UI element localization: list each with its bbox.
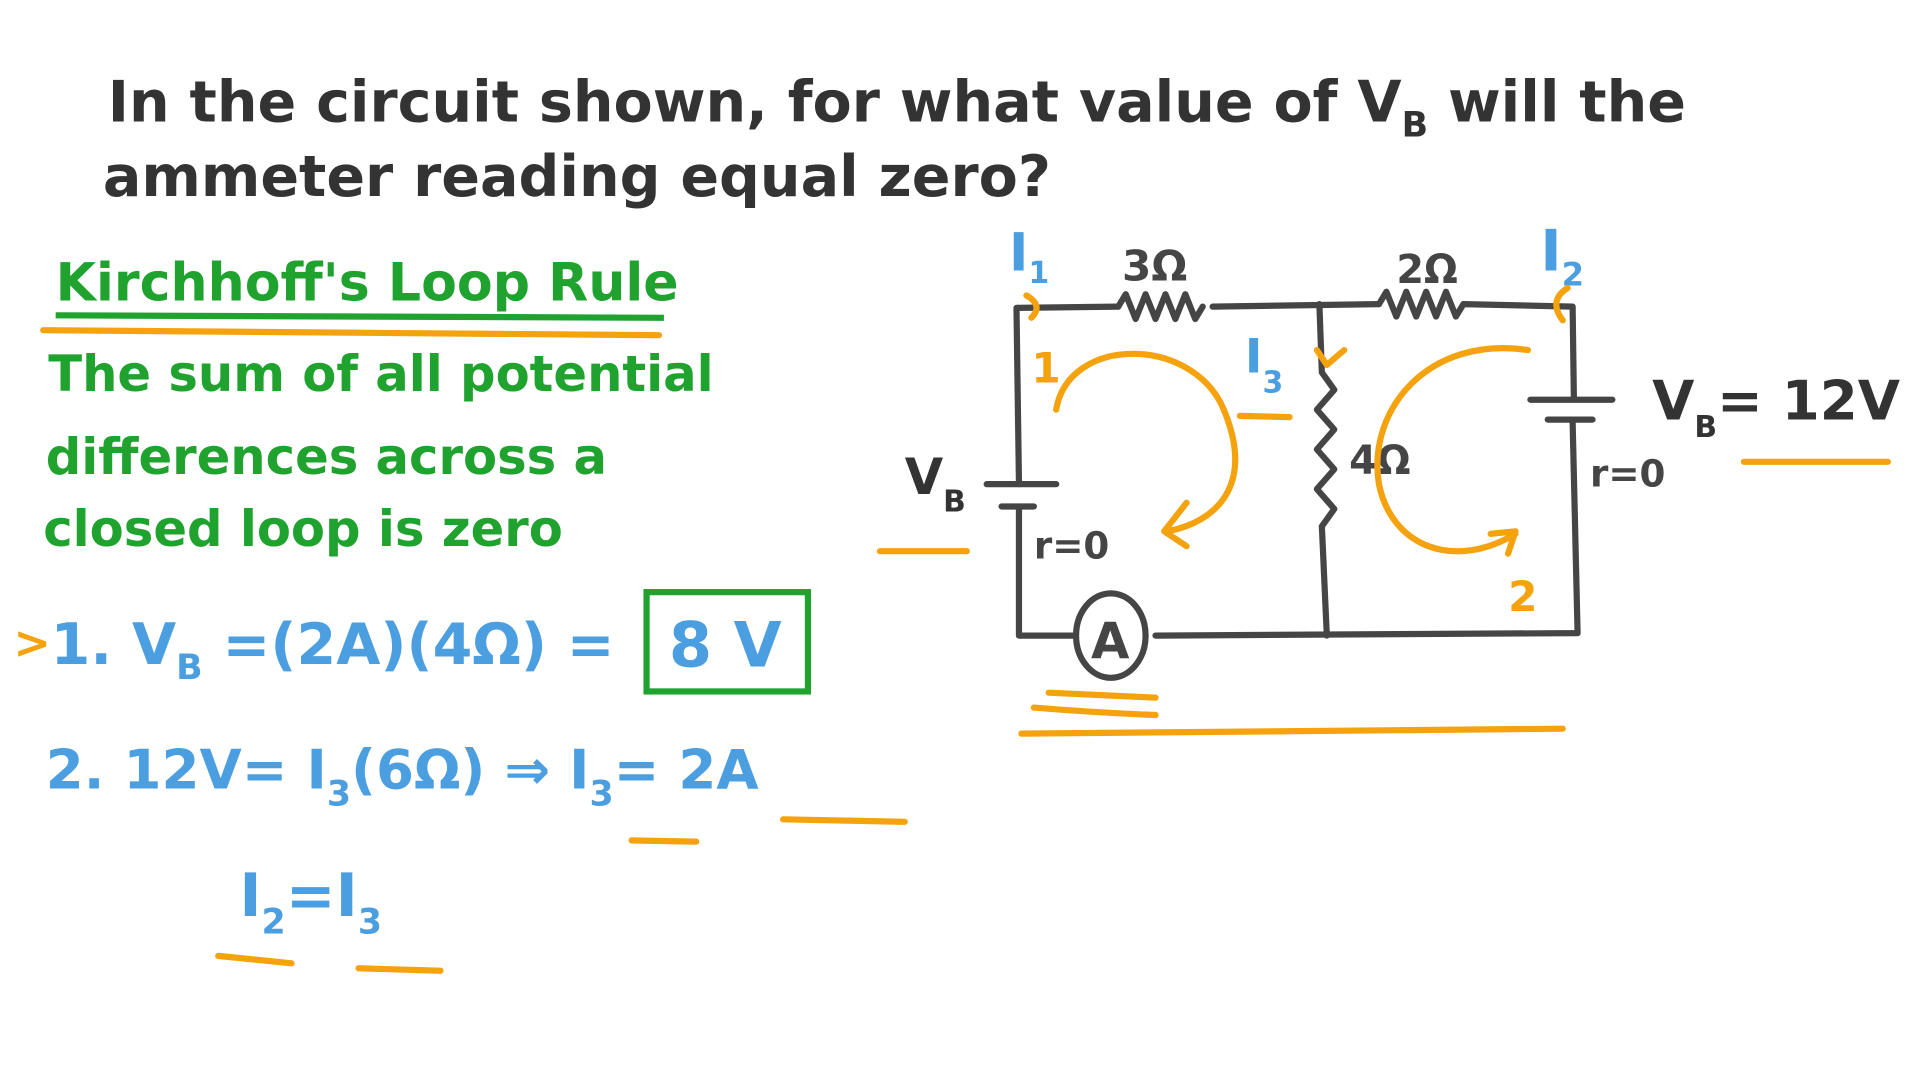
resistor-3ohm-label: 3Ω bbox=[1122, 242, 1187, 291]
rule-title-underline bbox=[55, 312, 664, 321]
i2-underline bbox=[215, 952, 295, 967]
answer-box bbox=[643, 589, 812, 695]
step-3: I2=I3 bbox=[239, 862, 382, 942]
rule-line-1: The sum of all potential bbox=[48, 345, 713, 403]
current-i2-label: I2 bbox=[1540, 219, 1584, 294]
current-i1-label: I1 bbox=[1009, 224, 1049, 291]
rule-line-2: differences across a bbox=[46, 428, 607, 486]
wire-left-top bbox=[1013, 303, 1122, 488]
r-left-label: r=0 bbox=[1034, 524, 1109, 568]
i3-circuit-underline bbox=[1236, 412, 1293, 421]
resistor-4ohm bbox=[1313, 301, 1338, 639]
loop-2-arrow-icon bbox=[1374, 345, 1532, 557]
i3-underline-2 bbox=[355, 965, 444, 974]
step-1-answer: 8 V bbox=[669, 609, 782, 682]
wire-left-bottom bbox=[1015, 503, 1077, 639]
i3-arrow-icon bbox=[1313, 346, 1348, 369]
loop-1-arrow-icon bbox=[1053, 350, 1239, 550]
resistor-2ohm-label: 2Ω bbox=[1396, 247, 1457, 293]
ammeter-label: A bbox=[1091, 612, 1130, 670]
rule-title: Kirchhoff's Loop Rule bbox=[56, 253, 679, 313]
i2-arrow-icon bbox=[1553, 284, 1571, 324]
ammeter bbox=[1072, 590, 1149, 681]
rule-line-3: closed loop is zero bbox=[43, 500, 563, 558]
resistor-3ohm bbox=[1115, 291, 1206, 323]
current-i3-label: I3 bbox=[1245, 329, 1283, 400]
circuit-underline bbox=[1018, 725, 1566, 737]
i1-arrow-icon bbox=[1023, 292, 1040, 321]
step-2: 2. 12V= I3(6Ω) ⇒ I3= 2A bbox=[46, 737, 759, 814]
wire-top-mid bbox=[1209, 301, 1383, 310]
loop-1-label: 1 bbox=[1031, 343, 1060, 392]
wire-right-bottom bbox=[1152, 418, 1581, 639]
question-line-1: In the circuit shown, for what value of … bbox=[108, 70, 1686, 146]
r-right-label: r=0 bbox=[1590, 452, 1665, 496]
question-line-2: ammeter reading equal zero? bbox=[103, 144, 1051, 210]
vb-right-label: VB= 12V bbox=[1652, 369, 1900, 445]
circuit: A bbox=[983, 288, 1616, 681]
i3-underline bbox=[628, 837, 700, 845]
ammeter-double-underline bbox=[1030, 689, 1159, 719]
loop-2-label: 2 bbox=[1508, 572, 1537, 621]
rule-title-highlight bbox=[40, 327, 663, 339]
current-step-marker: > bbox=[13, 617, 50, 669]
answer-2a-underline bbox=[780, 816, 908, 825]
resistor-2ohm bbox=[1375, 288, 1577, 401]
vb-left-label: VB bbox=[905, 448, 966, 519]
step-1: 1. VB =(2A)(4Ω) = bbox=[51, 612, 615, 688]
